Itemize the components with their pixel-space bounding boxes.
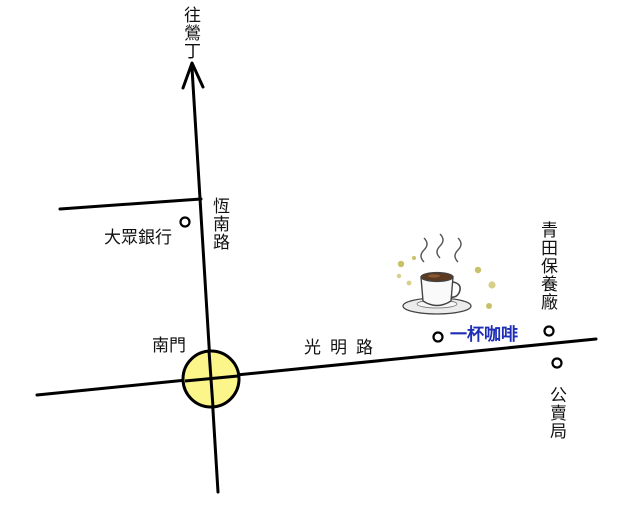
- roundabout-icon: [181, 349, 241, 409]
- bank-label: 大眾銀行: [104, 228, 172, 248]
- guangming-road-label: 光明路: [304, 338, 382, 358]
- factory-label: 青田保養廠: [537, 221, 557, 311]
- circle-marker-icon: [432, 331, 444, 343]
- hengnan-road-line: [190, 66, 220, 494]
- guangming-road-line: [35, 337, 598, 397]
- coffee-cup-icon: [396, 233, 496, 315]
- up-arrow-icon: [181, 61, 205, 90]
- south-gate-label: 南門: [152, 336, 186, 356]
- north-direction-label: 往鶯丁: [180, 6, 200, 60]
- cafe-label: 一杯咖啡: [450, 325, 518, 345]
- circle-marker-icon: [179, 216, 191, 228]
- circle-marker-icon: [543, 325, 555, 337]
- hengnan-road-label: 恆南路: [209, 197, 229, 251]
- branch-road-line: [58, 197, 203, 211]
- circle-marker-icon: [551, 357, 563, 369]
- office-label: 公賣局: [546, 386, 566, 440]
